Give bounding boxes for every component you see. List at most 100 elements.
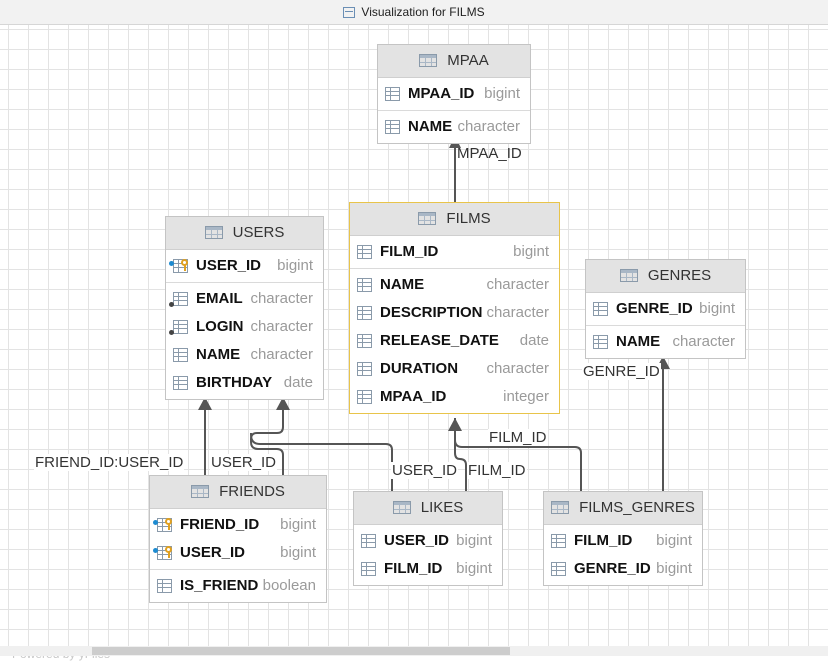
column-type: character [672, 333, 735, 350]
column-icon [173, 348, 188, 362]
table-header: FRIENDS [150, 476, 326, 509]
diagram-canvas[interactable]: MPAA_ID FRIEND_ID:USER_ID USER_ID USER_I… [0, 25, 828, 661]
column-icon [357, 306, 372, 320]
table-icon [619, 269, 638, 282]
column-row[interactable]: FILM_ID bigint [350, 238, 559, 266]
column-row[interactable]: NAME character [586, 328, 745, 356]
edge-label-filmsgenres-film-id: FILM_ID [488, 429, 548, 446]
column-icon [173, 376, 188, 390]
column-row[interactable]: USER_ID bigint [354, 527, 502, 555]
column-name: MPAA_ID [408, 85, 475, 102]
not-null-icon [169, 302, 174, 307]
edge-label-likes-user-id: USER_ID [391, 462, 459, 479]
column-icon [357, 278, 372, 292]
column-name: USER_ID [384, 532, 450, 549]
column-row[interactable]: GENRE_ID bigint [544, 555, 702, 583]
column-type: bigint [699, 300, 735, 317]
table-icon [418, 212, 437, 225]
scrollbar-thumb[interactable] [92, 647, 510, 655]
column-icon [173, 292, 188, 306]
table-icon [392, 501, 411, 514]
column-type: bigint [656, 560, 692, 577]
diagram-icon [343, 7, 356, 18]
table-name: USERS [232, 224, 285, 241]
edge-label-filmsgenres-genre-id: GENRE_ID [582, 363, 661, 380]
column-type: character [250, 346, 313, 363]
column-icon [385, 120, 400, 134]
column-icon [361, 562, 376, 576]
column-name: GENRE_ID [574, 560, 651, 577]
foreign-key-icon [169, 261, 174, 266]
column-icon [593, 302, 608, 316]
column-icon [357, 245, 372, 259]
column-section: FILM_ID bigint [350, 236, 559, 269]
table-header: LIKES [354, 492, 502, 525]
foreign-key-icon [153, 520, 158, 525]
column-row[interactable]: EMAIL character [166, 285, 323, 313]
column-section: NAME character [586, 326, 745, 358]
table-header: GENRES [586, 260, 745, 293]
column-type: boolean [262, 577, 316, 594]
arrowhead-users-1 [198, 397, 212, 410]
column-name: NAME [616, 333, 661, 350]
edge-label-friends-user-id: USER_ID [210, 454, 278, 471]
column-type: date [283, 374, 313, 391]
horizontal-scrollbar[interactable] [0, 646, 828, 656]
edge-likes-films [454, 418, 467, 491]
column-row[interactable]: BIRTHDAY date [166, 369, 323, 397]
column-type: character [250, 290, 313, 307]
column-type: bigint [456, 532, 492, 549]
table-icon [204, 226, 223, 239]
edge-label-films-mpaa: MPAA_ID [457, 145, 522, 162]
column-name: FILM_ID [380, 243, 439, 260]
table-name: MPAA [447, 52, 489, 69]
column-type: character [486, 360, 549, 377]
window-title-bar: Visualization for FILMS [0, 0, 828, 25]
column-type: character [486, 276, 549, 293]
column-icon [551, 562, 566, 576]
primary-key-icon [165, 546, 172, 558]
column-icon [361, 534, 376, 548]
table-name: FILMS [446, 210, 491, 227]
column-icon [385, 87, 400, 101]
column-type: date [519, 332, 549, 349]
foreign-key-icon [153, 548, 158, 553]
edge-likes-users [250, 433, 393, 491]
column-type: bigint [513, 243, 549, 260]
relationship-edges [198, 136, 670, 491]
column-name: EMAIL [196, 290, 243, 307]
column-type: bigint [280, 544, 316, 561]
column-name: USER_ID [196, 257, 262, 274]
column-name: FILM_ID [384, 560, 443, 577]
column-name: BIRTHDAY [196, 374, 273, 391]
